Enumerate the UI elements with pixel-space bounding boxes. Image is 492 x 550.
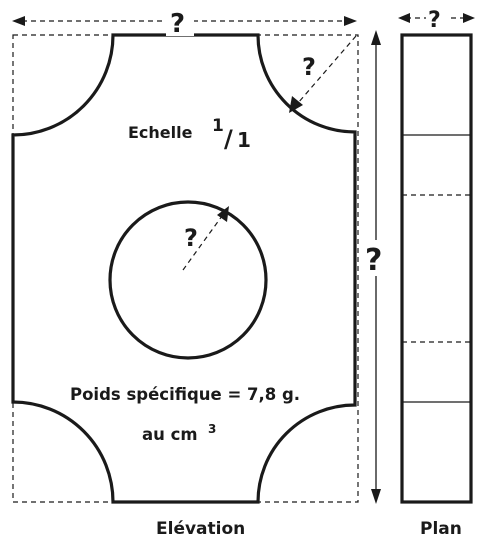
corner-radius-dimension-line — [297, 35, 357, 104]
hole-radius-dimension-line — [182, 215, 223, 271]
width-arrow-left — [12, 16, 25, 26]
plan-outline — [400, 33, 473, 504]
scale-slash: / — [224, 125, 233, 153]
thickness-question-mark: ? — [428, 8, 441, 33]
density-exponent: 3 — [208, 422, 216, 436]
width-arrow-right — [344, 16, 357, 26]
plan-caption: Plan — [420, 519, 462, 539]
width-dimension: ? — [12, 6, 357, 39]
scale-numerator: 1 — [212, 116, 224, 136]
density-line-1: Poids spécifique = 7,8 g. — [70, 385, 300, 404]
central-hole — [108, 200, 268, 360]
plan-view — [400, 33, 473, 504]
height-question-mark: ? — [365, 243, 382, 278]
height-arrow-bottom — [371, 489, 381, 504]
scale-label: Echelle — [128, 123, 193, 142]
density-line-2: au cm — [142, 425, 198, 444]
thickness-arrow-right — [463, 13, 475, 23]
plate-outline — [11, 33, 357, 504]
hole-radius-arrowhead — [217, 206, 229, 222]
hole-radius-question-mark: ? — [184, 224, 198, 252]
thickness-dimension: ? — [398, 4, 475, 33]
thickness-arrow-left — [398, 13, 410, 23]
elevation-caption: Elévation — [156, 519, 245, 539]
height-dimension: ? — [362, 30, 390, 504]
scale-denominator: 1 — [237, 128, 251, 152]
elevation-view: ? ? Echelle 1 / 1 Poids spécifique = 7,8… — [11, 33, 359, 504]
corner-radius-question-mark: ? — [302, 53, 316, 81]
width-question-mark: ? — [170, 9, 185, 39]
corner-radius-arrowhead — [289, 96, 303, 113]
height-arrow-top — [371, 30, 381, 45]
